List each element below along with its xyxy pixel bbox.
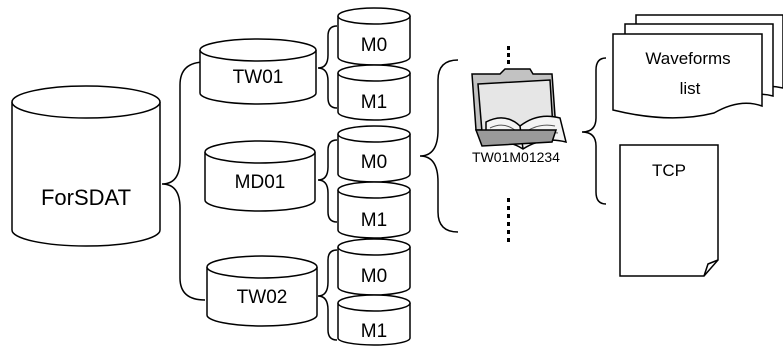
mode-label: M1 (361, 321, 387, 342)
mode-cylinder-md01-m1[interactable]: M1 (337, 181, 411, 239)
group-label-tw01: TW01 (233, 67, 284, 88)
folder-label: TW01M01234 (472, 149, 560, 165)
folder-with-papers-icon[interactable]: TW01M01234 (471, 68, 568, 165)
ellipsis-dots-top (507, 46, 510, 64)
ellipsis-dots-bottom (507, 198, 510, 242)
mode-label: M1 (361, 210, 387, 231)
mode-cylinder-tw02-m1[interactable]: M1 (337, 294, 411, 346)
group-label-tw02: TW02 (237, 287, 288, 308)
group-label-md01: MD01 (235, 172, 286, 193)
tcp-document-icon[interactable]: TCP (619, 144, 719, 277)
items-brace (419, 59, 459, 233)
mode-cylinder-tw01-m0[interactable]: M0 (337, 7, 411, 66)
root-brace (161, 61, 206, 301)
group-cylinder-md01[interactable]: MD01 (204, 140, 316, 212)
stacked-documents-icon[interactable]: Waveforms list (612, 14, 783, 119)
waveforms-label-line2: list (680, 79, 701, 98)
mode-label: M0 (361, 35, 387, 56)
waveforms-label-line1: Waveforms (645, 49, 730, 68)
mode-cylinder-tw01-m1[interactable]: M1 (337, 64, 411, 121)
group-cylinder-tw01[interactable]: TW01 (199, 38, 317, 105)
tw01-brace (317, 25, 338, 109)
outputs-brace (581, 57, 607, 205)
tw02-brace (317, 249, 338, 341)
forsdat-cylinder: ForSDAT (11, 85, 161, 247)
mode-label: M0 (361, 266, 387, 287)
mode-cylinder-tw02-m0[interactable]: M0 (337, 238, 411, 296)
forsdat-label: ForSDAT (41, 185, 131, 210)
md01-brace (317, 139, 338, 223)
group-cylinder-tw02[interactable]: TW02 (206, 255, 318, 327)
tcp-label: TCP (652, 161, 686, 180)
mode-label: M1 (361, 92, 387, 113)
mode-cylinder-md01-m0[interactable]: M0 (337, 125, 411, 183)
mode-label: M0 (361, 152, 387, 173)
